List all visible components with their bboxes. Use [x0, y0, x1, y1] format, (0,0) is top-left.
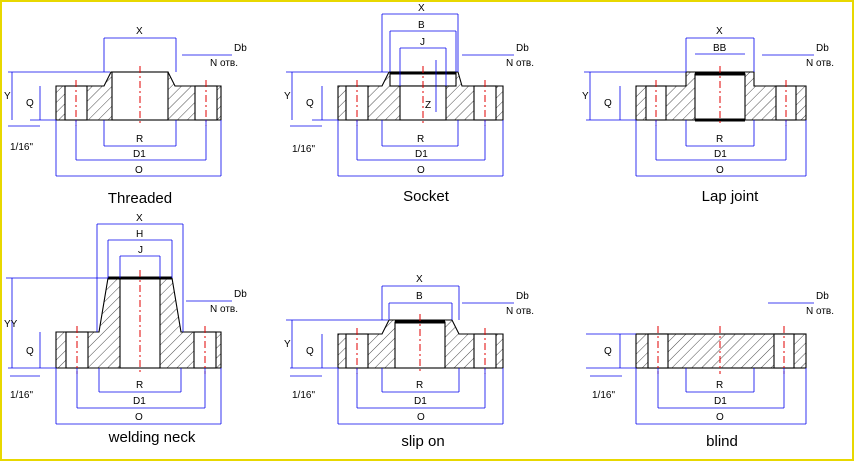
h-label: H [136, 229, 143, 240]
d1-label: D1 [133, 149, 146, 160]
n-holes-label: N отв. [506, 306, 534, 317]
q-label: Q [604, 346, 612, 357]
n-holes-label: N отв. [210, 304, 238, 315]
q-label: Q [26, 346, 34, 357]
r-label: R [136, 380, 143, 391]
gap-label: 1/16" [10, 390, 33, 401]
socket-flange: X B J Z Db N отв. Y Q 1/16" R D1 O Socke… [284, 3, 534, 205]
o-label: O [417, 165, 425, 176]
o-label: O [135, 412, 143, 423]
o-label: O [716, 165, 724, 176]
x-label: X [716, 26, 723, 37]
d1-label: D1 [714, 149, 727, 160]
slip-on-flange: X B Db N отв. Y Q 1/16" R D1 O slip on [284, 274, 534, 450]
q-label: Q [604, 98, 612, 109]
q-label: Q [26, 98, 34, 109]
d1-label: D1 [133, 396, 146, 407]
flange-title-welding-neck: welding neck [108, 429, 196, 446]
yy-label: YY [4, 319, 18, 330]
r-label: R [136, 134, 143, 145]
b-label: B [418, 20, 425, 31]
flange-title-threaded: Threaded [108, 190, 172, 207]
y-label: Y [284, 91, 291, 102]
welding-neck-bore [119, 277, 161, 369]
flange-title-slip-on: slip on [401, 433, 444, 450]
z-label: Z [425, 100, 431, 111]
d1-label: D1 [714, 396, 727, 407]
gap-label: 1/16" [592, 390, 615, 401]
gap-label: 1/16" [10, 142, 33, 153]
db-label: Db [816, 43, 829, 54]
o-label: O [135, 165, 143, 176]
bb-label: BB [713, 43, 727, 54]
r-label: R [716, 380, 723, 391]
y-label: Y [582, 91, 589, 102]
n-holes-label: N отв. [506, 58, 534, 69]
welding-neck-flange: X H J Db N отв. YY Q 1/16" R D1 O weldin… [4, 213, 247, 446]
db-label: Db [234, 43, 247, 54]
n-holes-label: N отв. [806, 306, 834, 317]
x-label: X [416, 274, 423, 285]
db-label: Db [516, 291, 529, 302]
gap-label: 1/16" [292, 390, 315, 401]
r-label: R [716, 134, 723, 145]
b-label: B [416, 291, 423, 302]
n-holes-label: N отв. [806, 58, 834, 69]
d1-label: D1 [414, 396, 427, 407]
y-label: Y [4, 91, 11, 102]
q-label: Q [306, 346, 314, 357]
o-label: O [417, 412, 425, 423]
gap-label: 1/16" [292, 144, 315, 155]
blind-flange: Db N отв. Q 1/16" R D1 O blind [586, 291, 834, 450]
x-label: X [136, 26, 143, 37]
x-label: X [136, 213, 143, 224]
flange-title-lap-joint: Lap joint [702, 188, 760, 205]
j-label: J [138, 245, 143, 256]
threaded-flange: X Db N отв. Y Q 1/16" R D1 O Threaded [4, 26, 247, 207]
j-label: J [420, 37, 425, 48]
db-label: Db [816, 291, 829, 302]
q-label: Q [306, 98, 314, 109]
n-holes-label: N отв. [210, 58, 238, 69]
db-label: Db [234, 289, 247, 300]
flange-title-socket: Socket [403, 188, 450, 205]
o-label: O [716, 412, 724, 423]
db-label: Db [516, 43, 529, 54]
r-label: R [416, 380, 423, 391]
y-label: Y [284, 339, 291, 350]
flange-title-blind: blind [706, 433, 738, 450]
d1-label: D1 [415, 149, 428, 160]
lap-joint-flange: X BB Db N отв. Y Q R D1 O Lap joint [582, 26, 834, 205]
r-label: R [417, 134, 424, 145]
x-label: X [418, 3, 425, 14]
